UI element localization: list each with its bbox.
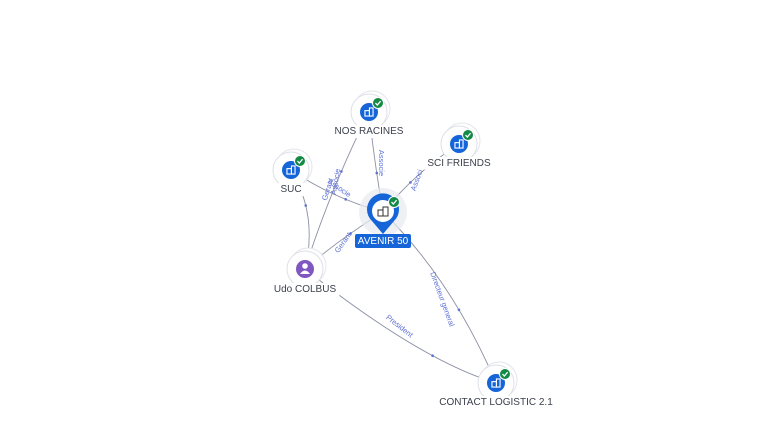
building-icon: [286, 165, 296, 175]
node-suc[interactable]: SUC: [272, 148, 313, 196]
node-label: NOS RACINES: [335, 126, 404, 137]
building-icon: [364, 107, 374, 117]
building-icon: [454, 139, 464, 149]
building-icon: [377, 206, 389, 217]
node-label-bg: [424, 157, 494, 170]
node-scifriends[interactable]: SCI FRIENDS: [424, 122, 494, 170]
node-label: SCI FRIENDS: [427, 158, 491, 169]
edge-arrow-icon: [409, 181, 412, 184]
edge-arrow-icon: [304, 204, 308, 207]
person-icon: [300, 263, 310, 274]
edge-label: President: [384, 313, 415, 340]
building-icon: [491, 378, 501, 388]
node-label: AVENIR 50: [358, 236, 409, 247]
node-udo[interactable]: Udo COLBUS: [270, 247, 340, 296]
edge-arrow-icon: [457, 308, 461, 312]
check-badge-icon: [462, 129, 474, 141]
edge-arrow-icon: [349, 232, 352, 235]
check-badge-icon: [372, 97, 384, 109]
check-badge-icon: [499, 368, 511, 380]
node-avenir[interactable]: AVENIR 50: [355, 188, 411, 248]
edge-label: Associe: [329, 168, 342, 195]
edge-label: Associe: [377, 150, 386, 176]
edge-arrow-icon: [431, 354, 434, 358]
check-badge-icon: [388, 196, 400, 208]
edge-arrow-icon: [375, 171, 379, 175]
node-label-chip: [355, 234, 411, 248]
node-disc: [296, 260, 314, 278]
node-label-bg: [436, 396, 557, 409]
edge-label: Associ: [409, 168, 425, 192]
node-label-bg: [331, 125, 407, 138]
node-contact[interactable]: CONTACT LOGISTIC 2.1: [436, 361, 557, 409]
nodes-layer: AVENIR 50 NOS RACINES SCI FRIENDS SUC Udo CO…: [270, 90, 557, 409]
edge-arrow-icon: [344, 198, 347, 201]
node-label-bg: [270, 283, 340, 296]
node-nosracines[interactable]: NOS RACINES: [331, 90, 407, 138]
node-label: CONTACT LOGISTIC 2.1: [439, 397, 553, 408]
check-badge-icon: [294, 155, 306, 167]
edge-arrow-icon: [340, 170, 343, 173]
node-label: SUC: [280, 184, 301, 195]
node-label: Udo COLBUS: [274, 284, 337, 295]
node-label-bg: [277, 183, 305, 196]
